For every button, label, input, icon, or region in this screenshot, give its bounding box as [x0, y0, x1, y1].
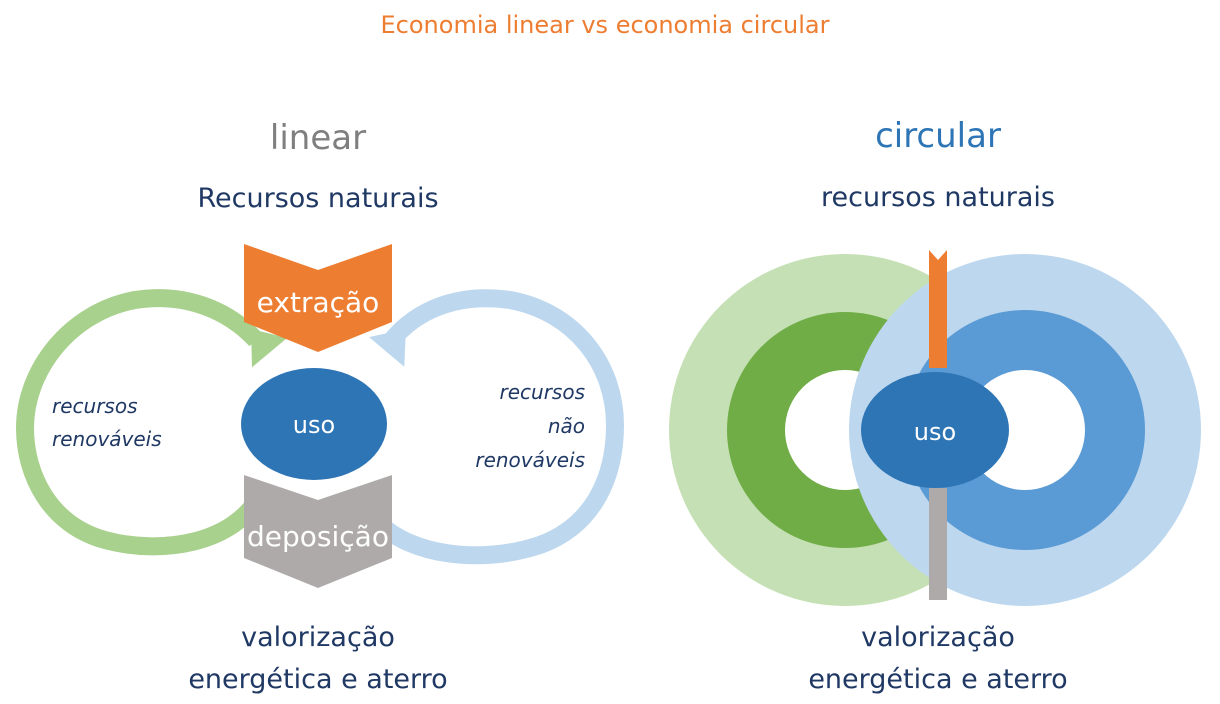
- renewable-arrowhead: [251, 328, 288, 368]
- deposition-arrow: [244, 475, 392, 588]
- deposition-label: deposição: [247, 520, 389, 553]
- circular-heading: circular: [875, 116, 1001, 156]
- non-renewable-label-line3: renováveis: [475, 448, 585, 472]
- linear-bottom-label-line2: energética e aterro: [188, 664, 447, 695]
- non-renewable-label-line1: recursos: [500, 380, 586, 404]
- renewable-label-line2: renováveis: [52, 427, 162, 451]
- circular-bottom-label-line1: valorização: [861, 622, 1015, 653]
- linear-bottom-label-line1: valorização: [241, 622, 395, 653]
- extraction-bar: [929, 250, 947, 368]
- non-renewable-loop-arrow: [371, 289, 625, 565]
- linear-use-label: uso: [293, 411, 335, 439]
- circular-natural-resources-label: recursos naturais: [821, 182, 1055, 213]
- circular-diagram: circular recursos naturais uso valorizaç…: [669, 116, 1201, 695]
- renewable-label-line1: recursos: [52, 394, 138, 418]
- linear-diagram: linear Recursos naturais extração deposi…: [15, 118, 625, 695]
- non-renewable-arrowhead: [369, 328, 406, 367]
- extraction-arrow: [244, 244, 392, 352]
- renewable-loop-arrow: [15, 289, 271, 556]
- linear-heading: linear: [270, 118, 366, 158]
- linear-natural-resources-label: Recursos naturais: [197, 183, 438, 214]
- linear-use-node: [241, 368, 387, 480]
- diagram-title: Economia linear vs economia circular: [381, 11, 830, 39]
- circular-use-node: [861, 372, 1009, 488]
- non-renewable-label-line2: não: [548, 414, 585, 438]
- deposition-bar: [929, 488, 947, 598]
- extraction-label: extração: [257, 286, 380, 319]
- circular-use-label: uso: [914, 418, 956, 446]
- circular-bottom-label-line2: energética e aterro: [808, 664, 1067, 695]
